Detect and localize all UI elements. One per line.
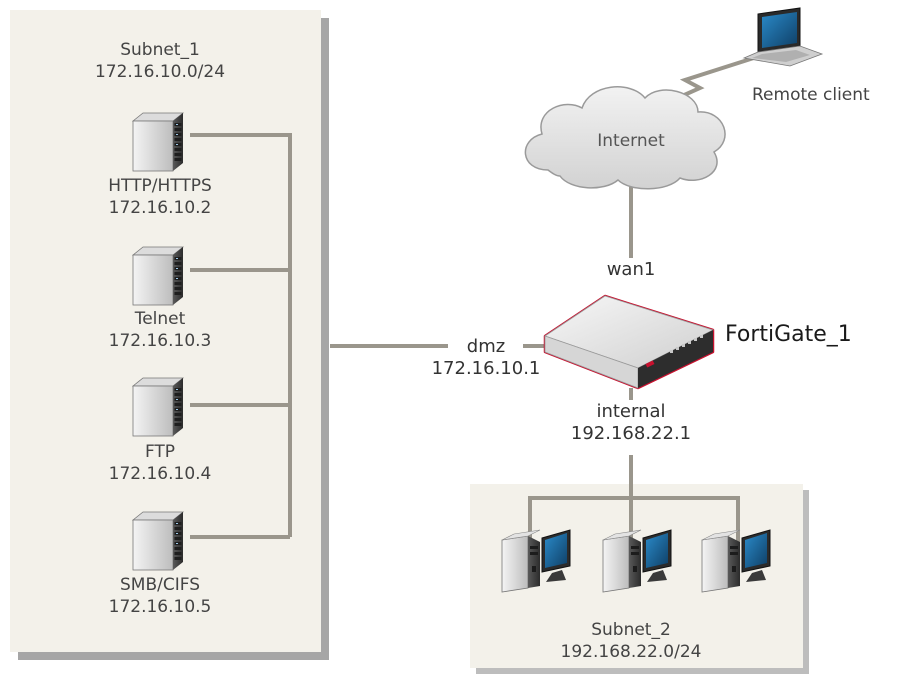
server-telnet-label: Telnet 172.16.10.3	[109, 308, 212, 352]
fortigate-device-icon	[543, 294, 715, 390]
server-http-icon	[132, 112, 184, 172]
server-ftp-icon	[132, 377, 184, 437]
internal-name: internal	[596, 401, 666, 422]
subnet-1-network: 172.16.10.0/24	[94, 62, 226, 82]
subnet-2-network: 192.168.22.0/24	[560, 642, 702, 662]
server-ftp-label: FTP 172.16.10.4	[109, 441, 212, 485]
laptop-icon	[742, 7, 824, 67]
dmz-name: dmz	[466, 336, 506, 357]
server-service: FTP	[144, 442, 176, 462]
workstation-1-icon	[501, 529, 571, 593]
subnet-1-title: Subnet_1	[120, 40, 200, 60]
subnet-2-title: Subnet_2	[591, 620, 671, 640]
server-ip: 172.16.10.5	[108, 597, 212, 617]
internal-label: internal 192.168.22.1	[571, 401, 691, 445]
subnet-2-label: Subnet_2 192.168.22.0/24	[561, 619, 702, 663]
internet-cloud-icon	[524, 86, 726, 190]
subnet-1-label: Subnet_1 172.16.10.0/24	[95, 39, 225, 83]
subnet2-hub-line	[528, 496, 740, 546]
dmz-ip: 172.16.10.1	[431, 358, 541, 379]
server-service: Telnet	[134, 309, 186, 329]
internet-label: Internet	[597, 131, 665, 151]
server-ip: 172.16.10.3	[108, 331, 212, 351]
server-smb-icon	[132, 511, 184, 571]
server-service: SMB/CIFS	[119, 575, 200, 595]
connection-lines	[190, 54, 761, 546]
server-http-label: HTTP/HTTPS 172.16.10.2	[108, 175, 212, 219]
workstation-2-icon	[602, 529, 672, 593]
server-telnet-icon	[132, 246, 184, 306]
server-service: HTTP/HTTPS	[108, 176, 212, 196]
dmz-label: dmz 172.16.10.1	[432, 336, 541, 380]
wan1-label: wan1	[606, 259, 656, 280]
server-ip: 172.16.10.2	[108, 198, 212, 218]
server-ip: 172.16.10.4	[108, 464, 212, 484]
server-smb-label: SMB/CIFS 172.16.10.5	[109, 574, 212, 618]
internal-ip: 192.168.22.1	[570, 423, 692, 444]
fortigate-name: FortiGate_1	[725, 322, 852, 347]
remote-client-label: Remote client	[752, 85, 870, 105]
